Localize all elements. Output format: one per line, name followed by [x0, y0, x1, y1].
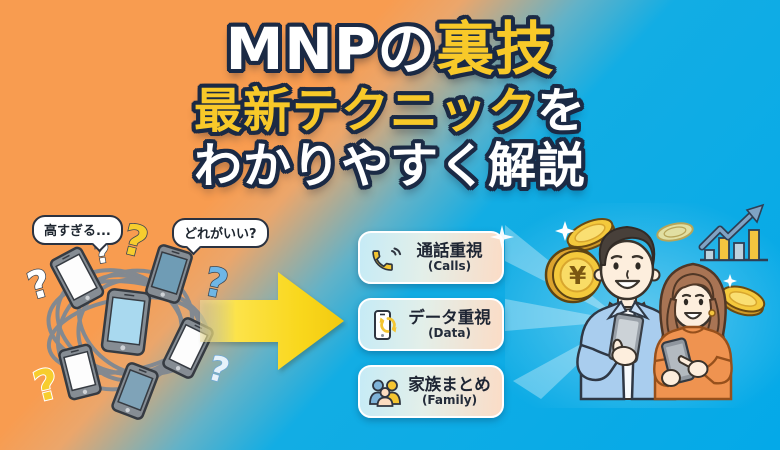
phone-tangled-3	[100, 288, 152, 356]
question-mark-icon: ?	[22, 260, 55, 308]
title-block: MNPの裏技 最新テクニックを わかりやすく解説	[0, 20, 780, 197]
yen-symbol: ¥	[569, 261, 587, 290]
title-line-3: わかりやすく解説	[193, 138, 586, 194]
coin-pale-icon	[656, 222, 694, 242]
sparkle-icon	[723, 274, 737, 288]
arrow-right-icon	[200, 272, 344, 370]
option-card-data: データ重視 (Data)	[358, 298, 504, 351]
title-line1-accent: 裏技	[436, 15, 555, 83]
option-sublabel: (Calls)	[427, 258, 472, 273]
option-label: 通話重視	[416, 240, 483, 260]
title-line1-plain: MNPの	[225, 15, 437, 83]
coin-tilted-icon	[566, 217, 616, 252]
family-group-icon	[369, 379, 401, 407]
question-mark-icon: ?	[118, 214, 154, 267]
option-sublabel: (Data)	[428, 325, 471, 340]
phone-call-icon	[372, 247, 402, 271]
sparkle-icon	[555, 221, 575, 241]
coin-right-icon	[719, 285, 766, 317]
option-card-family: 家族まとめ (Family)	[358, 365, 504, 418]
man-phone	[608, 312, 645, 367]
outcome-illustration: ¥	[505, 203, 780, 408]
title-line2-accent: 最新テクニック	[193, 83, 537, 139]
title-line-2: 最新テクニックを	[0, 87, 780, 135]
option-label: データ重視	[408, 307, 491, 327]
question-mark-icon: ?	[29, 358, 65, 411]
phone-tangled-1	[49, 246, 105, 310]
speech-bubble-which-one: どれがいい?	[172, 218, 269, 248]
phone-tangled-4	[58, 343, 102, 401]
phone-tangled-2	[145, 244, 193, 304]
data-sync-icon	[374, 309, 397, 340]
title-line-1: MNPの裏技	[0, 20, 780, 78]
flow-arrow	[200, 272, 344, 370]
options-list: 通話重視 (Calls) データ重視 (Data)	[358, 231, 504, 418]
sparkle-icon	[490, 225, 514, 249]
option-card-calls: 通話重視 (Calls)	[358, 231, 504, 284]
speech-bubble-too-expensive: 高すぎる...	[32, 215, 123, 245]
yen-coin-icon: ¥	[544, 246, 602, 304]
option-sublabel: (Family)	[421, 392, 478, 407]
phone-tangled-5	[111, 362, 159, 420]
title-line2-plain: を	[537, 83, 587, 139]
growth-chart-icon	[698, 203, 768, 262]
option-label: 家族まとめ	[408, 374, 491, 394]
earring	[708, 309, 716, 317]
woman-figure	[653, 262, 733, 401]
